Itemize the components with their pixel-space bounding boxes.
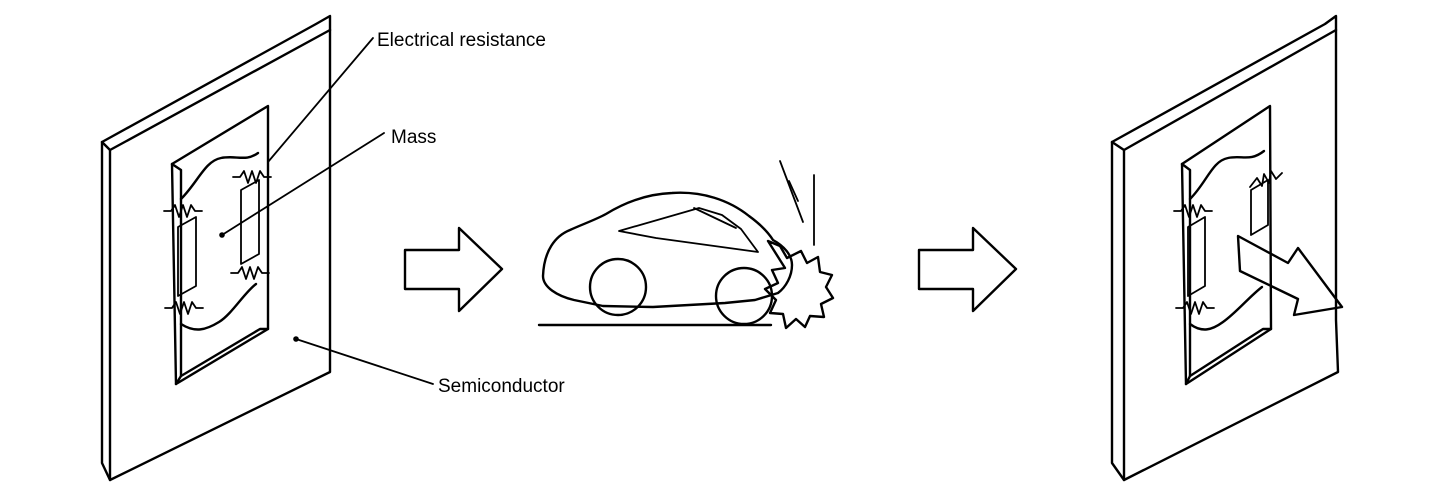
window-divider bbox=[693, 207, 737, 229]
front-wheel bbox=[714, 266, 774, 326]
impact-line-2 bbox=[788, 180, 799, 202]
mass-callout-line bbox=[221, 132, 385, 236]
electrical-resistance-label: Electrical resistance bbox=[377, 30, 546, 51]
rear-wheel bbox=[588, 257, 648, 317]
diagonal-arrow-icon bbox=[1236, 234, 1344, 317]
transition-arrow-right bbox=[917, 226, 1018, 313]
transition-arrow-left bbox=[403, 226, 504, 313]
electrical-resistance-callout-line bbox=[267, 37, 374, 163]
impact-line-1 bbox=[779, 160, 804, 223]
right-sensor-panel bbox=[1110, 14, 1344, 482]
left-callouts: Electrical resistance Mass Semiconductor bbox=[221, 30, 565, 397]
right-arrow-icon bbox=[403, 226, 504, 313]
semiconductor-label: Semiconductor bbox=[438, 376, 565, 397]
car-body bbox=[541, 191, 794, 309]
semiconductor-callout-line bbox=[295, 338, 434, 385]
car-collision-icon bbox=[763, 239, 835, 330]
left-sensor-panel bbox=[100, 14, 332, 482]
mass-label: Mass bbox=[391, 127, 436, 148]
right-arrow-icon bbox=[917, 226, 1018, 313]
car-window bbox=[618, 207, 759, 253]
collision-scene bbox=[537, 160, 835, 330]
